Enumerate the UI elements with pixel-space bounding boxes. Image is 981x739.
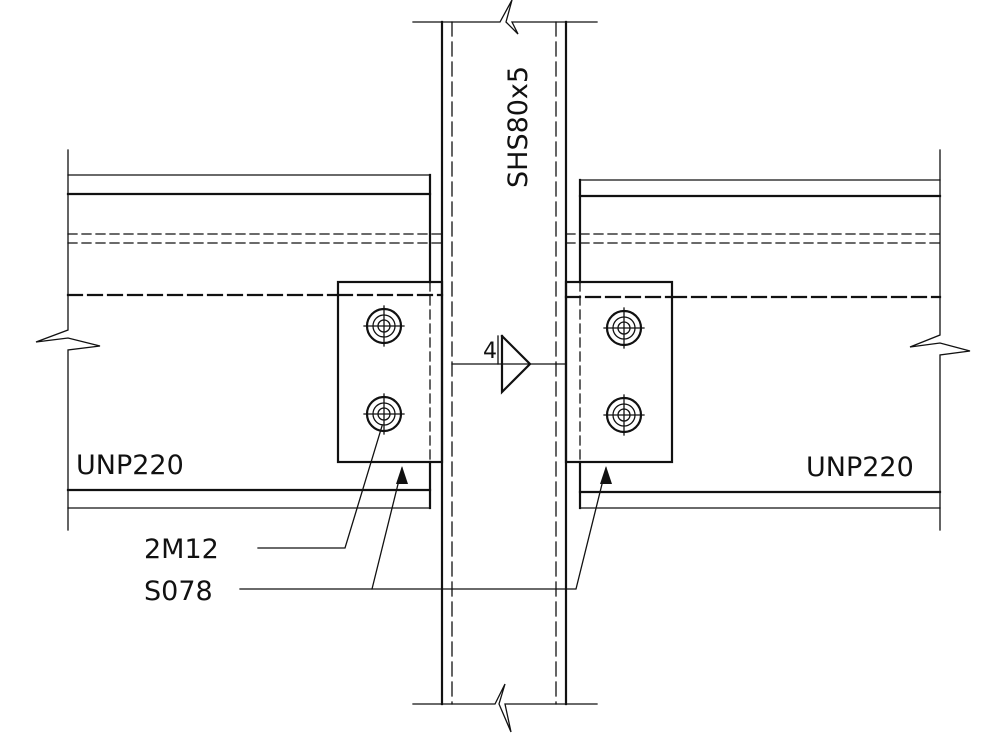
plate-right [564,280,674,464]
weld-symbol [451,334,567,395]
bolts-callout-label: 2M12 [144,534,219,565]
beam-right-label: UNP220 [806,452,914,483]
column-bottom-break-line [412,683,598,733]
beam-left-label: UNP220 [76,450,184,481]
bolt-left-top [363,305,405,347]
column [412,0,598,733]
leader-bolts [257,425,383,549]
plate-left-outline [336,280,444,464]
plate-left [336,280,444,464]
bolt-right-top [603,307,645,349]
column-label: SHS80x5 [503,66,534,188]
weld-size-label: 4 [483,339,497,364]
leader-plate-right-arrow [600,466,612,484]
leader-lines [239,425,612,590]
bolt-left-bottom [363,393,405,435]
plate-right-outline [564,280,674,464]
beam-right-break-line [909,149,971,531]
column-top-break-line [412,0,598,35]
plate-callout-label: S078 [144,576,213,607]
beam-left [35,149,443,531]
weld-fillet-triangle [500,334,532,395]
leader-plate-right [371,467,607,590]
beam-left-break-line [35,149,101,531]
beam-right [565,149,971,531]
bolt-right-bottom [603,394,645,436]
leader-plate-left [239,467,403,590]
leader-plate-left-arrow [396,466,408,484]
